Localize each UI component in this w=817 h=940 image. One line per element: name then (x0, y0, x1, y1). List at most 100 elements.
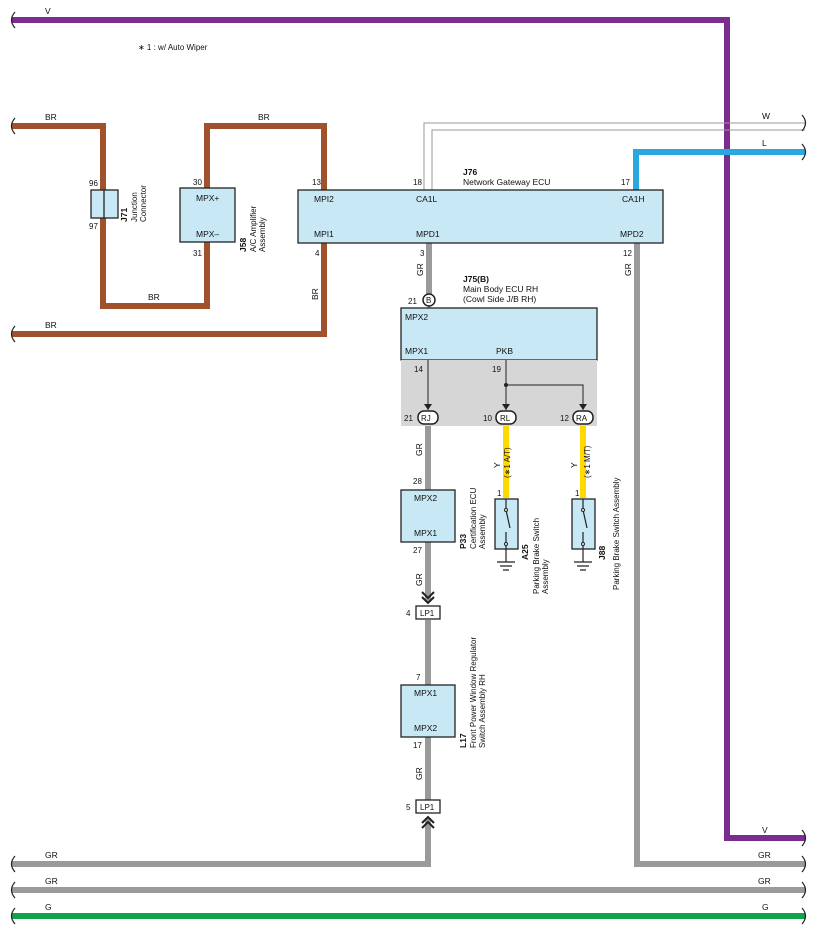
wire-label: GR (45, 850, 58, 860)
a25-name-2: Assembly (541, 559, 550, 594)
j75-conn-label: B (426, 296, 431, 305)
j58-term-bottom: MPX– (196, 229, 219, 239)
l17-name-2: Switch Assembly RH (478, 674, 487, 748)
j76-term: MPD1 (416, 229, 440, 239)
a25-opt: (∗1 A/T) (503, 447, 512, 478)
j76-code: J76 (463, 167, 477, 177)
wire-label: GR (414, 767, 424, 780)
p33-pin-top: 28 (413, 477, 422, 486)
connector-chevron-icon (421, 815, 435, 829)
connector-rj-pin: 21 (404, 414, 413, 423)
lp1-bottom (415, 799, 441, 814)
j76-pin: 17 (621, 178, 630, 187)
j75-term: MPX2 (405, 312, 428, 322)
connector-rj (417, 410, 439, 425)
connector-ra-pin: 12 (560, 414, 569, 423)
p33-name-2: Assembly (478, 514, 487, 549)
j76-pin: 4 (315, 249, 320, 258)
lp1-top-label: LP1 (420, 609, 435, 618)
wire-label: W (762, 111, 770, 121)
j88-name: Parking Brake Switch Assembly (612, 478, 621, 591)
p33-name-1: Certification ECU (469, 487, 478, 549)
wire-label: L (762, 138, 767, 148)
j71-code: J71 (119, 208, 129, 222)
wire-label: BR (310, 288, 320, 300)
wire-label: GR (414, 443, 424, 456)
j76-term: CA1L (416, 194, 438, 204)
footnote: ∗ 1 : w/ Auto Wiper (138, 43, 208, 52)
lp1-top-pin: 4 (406, 609, 411, 618)
l17-pin-bottom: 17 (413, 741, 422, 750)
lp1-bottom-label: LP1 (420, 803, 435, 812)
wire-l (633, 149, 805, 190)
wire-label: GR (758, 850, 771, 860)
j76-pin: 18 (413, 178, 422, 187)
l17-code: L17 (458, 733, 468, 748)
j75-box (400, 307, 598, 361)
wire-label: G (762, 902, 769, 912)
wire-label: V (762, 825, 768, 835)
j71-name-1: Junction (130, 192, 139, 222)
j76-pin: 13 (312, 178, 321, 187)
j88-code: J88 (597, 546, 607, 560)
l17-term-bottom: MPX2 (414, 723, 437, 733)
a25-name-1: Parking Brake Switch (532, 518, 541, 594)
connector-rl (495, 410, 517, 425)
wire-gr-5 (12, 818, 431, 867)
j76-term: MPI2 (314, 194, 334, 204)
p33-box (400, 489, 456, 543)
l17-name-1: Front Power Window Regulator (469, 637, 478, 748)
wire-w (423, 122, 805, 190)
p33-pin-bottom: 27 (413, 546, 422, 555)
j75-term: MPX1 (405, 346, 428, 356)
a25-pin: 1 (497, 489, 502, 498)
p33-term-top: MPX2 (414, 493, 437, 503)
wire-w2 (431, 129, 805, 190)
j58-name-2: Assembly (258, 217, 267, 252)
wire-v (12, 17, 805, 841)
connector-rj-label: RJ (421, 414, 431, 423)
connector-rl-pin: 10 (483, 414, 492, 423)
j75-code: J75(B) (463, 274, 489, 284)
wire-label: GR (414, 573, 424, 586)
j71-pin-bottom: 97 (89, 222, 98, 231)
j58-pin-bottom: 31 (193, 249, 202, 258)
a25-code: A25 (520, 544, 530, 560)
j76-pin: 3 (420, 249, 425, 258)
j75-pin: 19 (492, 365, 501, 374)
connector-chevron-icon (421, 591, 435, 605)
wire-label: BR (148, 292, 160, 302)
l17-box (400, 684, 456, 738)
j71-name-2: Connector (139, 185, 148, 222)
j58-box (179, 187, 236, 243)
wire-label: BR (258, 112, 270, 122)
lp1-bottom-pin: 5 (406, 803, 411, 812)
wire-label: Y (569, 462, 579, 468)
j75-name: Main Body ECU RH (463, 284, 538, 294)
wire-label: GR (45, 876, 58, 886)
j58-name-1: A/C Amplifier (249, 205, 258, 252)
wire-label: Y (492, 462, 502, 468)
j71-pin-top: 96 (89, 179, 98, 188)
connector-ra-label: RA (576, 414, 588, 423)
j75-pin: 14 (414, 365, 423, 374)
j75-term: PKB (496, 346, 513, 356)
wire-label: BR (45, 320, 57, 330)
wire-label: GR (415, 263, 425, 276)
j58-term-top: MPX+ (196, 193, 219, 203)
wire-label: GR (623, 263, 633, 276)
connector-rl-label: RL (500, 414, 511, 423)
wire-br-j71 (12, 123, 327, 337)
p33-code: P33 (458, 534, 468, 549)
j88-pin: 1 (575, 489, 580, 498)
j75-pin-in: 21 (408, 297, 417, 306)
j76-term: MPI1 (314, 229, 334, 239)
wire-gr-mpd2 (634, 243, 805, 867)
j75-sub: (Cowl Side J/B RH) (463, 294, 536, 304)
p33-term-bottom: MPX1 (414, 528, 437, 538)
l17-term-top: MPX1 (414, 688, 437, 698)
j88-opt: (∗1 M/T) (583, 445, 592, 478)
wire-end-brackets (10, 11, 807, 925)
j76-pin: 12 (623, 249, 632, 258)
